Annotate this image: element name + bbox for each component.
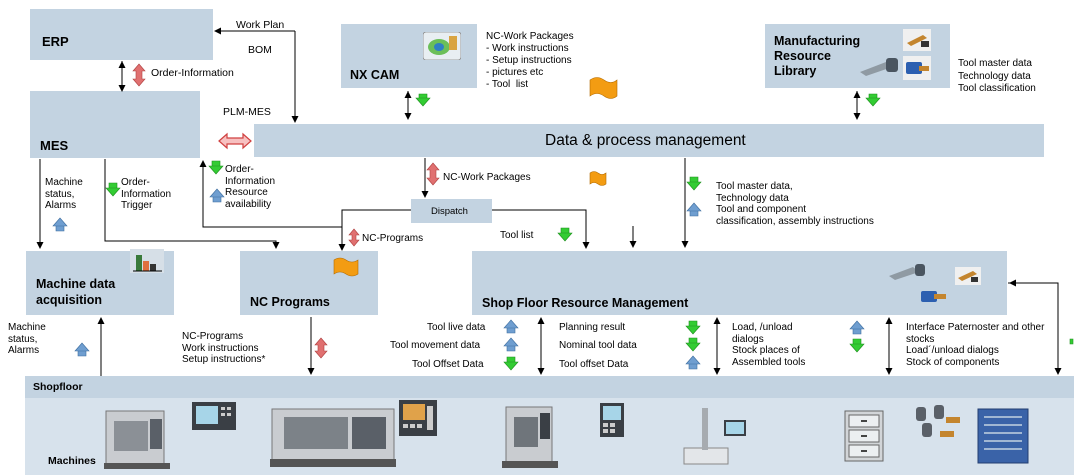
nominal-tool-data: Nominal tool data	[559, 340, 637, 351]
interface-paternoster: Interface Paternoster and other stocks L…	[906, 322, 1045, 368]
tool-offset-data-right: Tool offset Data	[559, 359, 629, 370]
tool-holders-group-icon	[910, 403, 966, 445]
plm-mes-label: PLM-MES	[223, 106, 271, 118]
tool-live-data: Tool live data	[427, 322, 486, 333]
tool-holder-icon	[858, 56, 900, 78]
dispatch-box: Dispatch	[411, 199, 492, 223]
presetter-icon	[676, 402, 748, 468]
order-information-resource: Order- Information Resource availability	[225, 164, 276, 210]
nc-work-packages-label: NC-Work Packages	[443, 172, 531, 183]
machine-status-alarms-bottom: Machine status, Alarms	[8, 322, 46, 356]
dpm-label: Data & process management	[545, 132, 746, 149]
machine-status-alarms-top: Machine status, Alarms	[45, 177, 83, 211]
dispatch-label: Dispatch	[431, 206, 468, 217]
bar-chart-icon	[130, 249, 164, 273]
mes-box: MES	[30, 91, 200, 158]
work-plan-label: Work Plan	[236, 19, 285, 31]
cutting-tool-icon	[903, 29, 931, 51]
tool-movement-data: Tool movement data	[390, 340, 481, 351]
load-unload-dialogs: Load, /unload dialogs Stock places of As…	[732, 322, 806, 368]
mes-label: MES	[40, 138, 69, 153]
tool-holder-icon-2	[887, 263, 927, 281]
shopfloor-label: Shopfloor	[33, 381, 83, 393]
nxcam-label: NX CAM	[350, 68, 400, 82]
shopfloor-band: Shopfloor	[25, 376, 1074, 398]
data-process-management-box: Data & process management	[254, 124, 1044, 157]
tool-offset-data-left: Tool Offset Data	[412, 359, 484, 370]
mill-icon	[500, 403, 560, 469]
mrl-data-label: Tool master data Technology data Tool cl…	[958, 58, 1036, 94]
nc-programs-arrow-label: NC-Programs	[362, 233, 424, 244]
control-panel-icon-3	[600, 403, 624, 437]
control-panel-icon-2	[399, 400, 437, 436]
bom-label: BOM	[248, 44, 272, 56]
paternoster-icon	[976, 407, 1034, 465]
nc-programs-instructions: NC-Programs Work instructions Setup inst…	[182, 331, 266, 365]
erp-label: ERP	[42, 34, 69, 49]
cutting-tool-icon-2	[955, 267, 981, 285]
tool-assembly-icon	[903, 56, 931, 80]
nc-work-packages-list: NC-Work Packages - Work instructions - S…	[486, 31, 574, 90]
order-information-label: Order-Information	[151, 67, 234, 79]
tool-list-label: Tool list	[500, 230, 534, 241]
machining-center-icon	[102, 407, 172, 471]
mrl-label: Manufacturing Resource Library	[774, 34, 861, 78]
erp-box: ERP	[30, 9, 213, 60]
mda-label: Machine data acquisition	[36, 277, 116, 307]
tool-assembly-icon-2	[919, 285, 949, 307]
nx-cam-icon	[422, 31, 462, 61]
control-panel-icon	[192, 402, 236, 430]
planning-result: Planning result	[559, 322, 626, 333]
shop-floor-resource-management-box: Shop Floor Resource Management	[472, 251, 1007, 315]
ncprog-label: NC Programs	[250, 295, 330, 309]
storage-cabinet-icon	[843, 409, 885, 463]
lathe-icon	[270, 403, 398, 469]
order-information-trigger: Order- Information Trigger	[121, 177, 172, 211]
sfrm-label: Shop Floor Resource Management	[482, 296, 689, 310]
tool-master-data-right: Tool master data, Technology data Tool a…	[716, 181, 874, 227]
machines-label: Machines	[48, 455, 96, 467]
